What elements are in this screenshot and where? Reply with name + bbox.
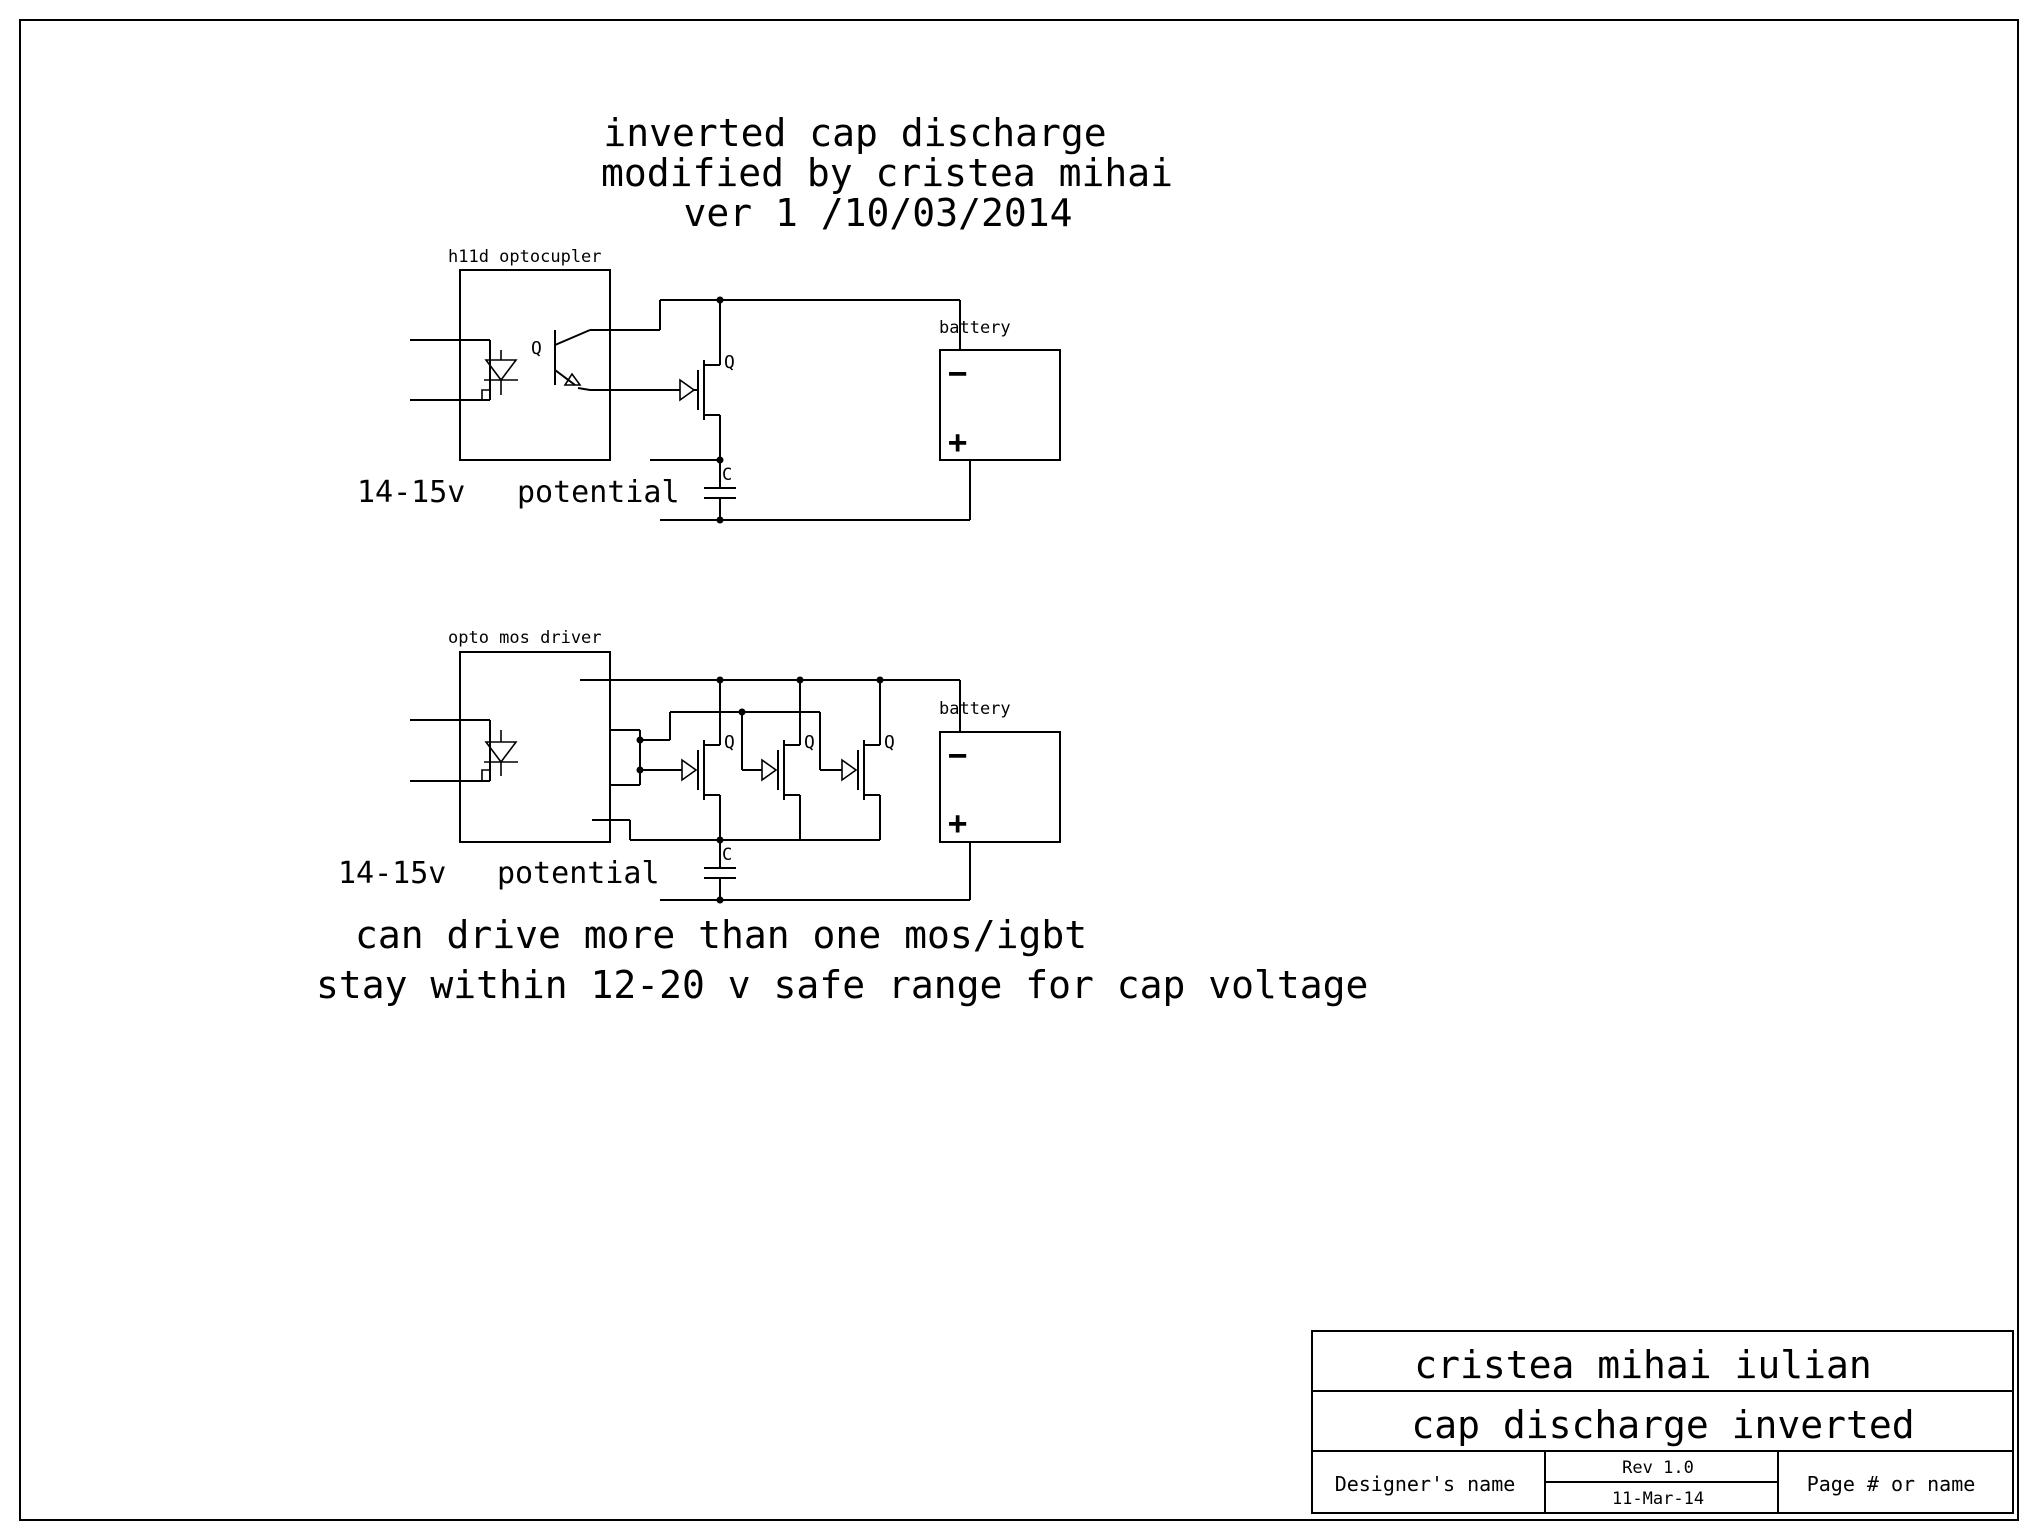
battery-label-2: battery (939, 699, 1011, 719)
note-line-2: stay within 12-20 v safe range for cap v… (316, 963, 1368, 1007)
mosfet-label-1: Q (724, 732, 735, 753)
potential-label-2: potential (497, 856, 660, 891)
optocoupler-box (459, 269, 611, 461)
led-diode-icon (481, 350, 518, 400)
bottom-circuit: opto mos driver (338, 628, 1061, 904)
mosfet-label-3: Q (884, 732, 895, 753)
author-name: cristea mihai iulian (1414, 1343, 1872, 1387)
capacitor-icon (704, 487, 736, 499)
capacitor-label-2: C (722, 845, 732, 865)
mosfet-label: Q (724, 352, 735, 373)
battery-minus: − (948, 354, 967, 392)
phototransistor-label: Q (531, 338, 542, 359)
voltage-label-2: 14-15v (338, 856, 446, 891)
mosfet-icon-2 (761, 680, 801, 840)
top-circuit: h11d optocupler Q (357, 247, 1061, 524)
led-diode-icon-2 (481, 730, 518, 781)
mosfet-icon-3 (841, 680, 881, 840)
battery-plus: + (948, 423, 967, 461)
title-line-3: ver 1 /10/03/2014 (684, 191, 1073, 235)
sheet-border (19, 19, 2019, 1521)
phototransistor-icon (554, 329, 660, 391)
mosfet-icon-1 (681, 680, 721, 868)
title-block: cristea mihai iulian cap discharge inver… (1311, 1330, 2014, 1514)
page-name: Page # or name (1807, 1472, 1976, 1496)
optocoupler-label: h11d optocupler (448, 247, 602, 267)
mosfet-icon (679, 300, 721, 460)
potential-label: potential (517, 475, 680, 510)
capacitor-label: C (722, 465, 732, 485)
battery-box (939, 349, 1061, 461)
driver-label: opto mos driver (448, 628, 602, 648)
capacitor-icon-2 (704, 867, 736, 879)
revision: Rev 1.0 (1622, 1458, 1694, 1478)
revision-date: 11-Mar-14 (1612, 1489, 1704, 1509)
battery-box-2 (939, 731, 1061, 843)
voltage-label: 14-15v (357, 475, 465, 510)
battery-plus-2: + (948, 804, 967, 842)
battery-minus-2: − (948, 736, 967, 774)
note-line-1: can drive more than one mos/igbt (355, 913, 1087, 957)
drawing-title: cap discharge inverted (1411, 1403, 1914, 1447)
driver-box (459, 651, 611, 843)
battery-label: battery (939, 318, 1011, 338)
title-line-2: modified by cristea mihai (601, 151, 1173, 195)
designer-name: Designer's name (1335, 1472, 1516, 1496)
mosfet-label-2: Q (804, 732, 815, 753)
title-line-1: inverted cap discharge (603, 111, 1106, 155)
